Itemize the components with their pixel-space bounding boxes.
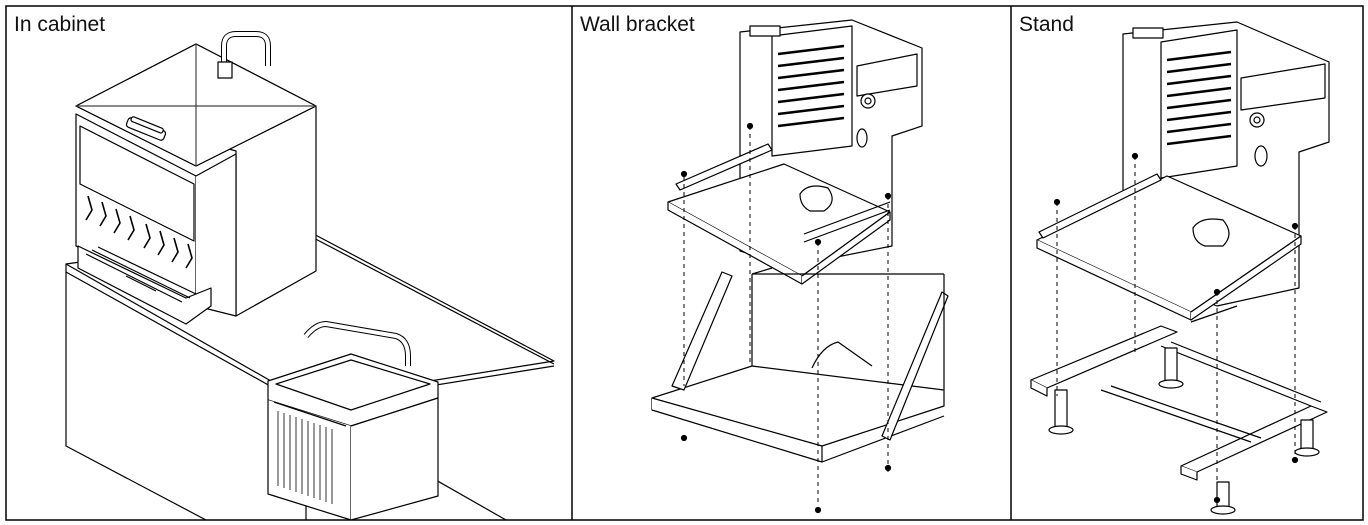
stand-illustration (1030, 21, 1330, 515)
in-cabinet-illustration (65, 31, 555, 520)
panel-title-stand: Stand (1019, 13, 1074, 36)
panel-title-in-cabinet: In cabinet (14, 13, 106, 36)
shelf (1036, 173, 1302, 323)
water-pipe (217, 31, 411, 366)
panel-wall-bracket: Wall bracket (572, 6, 1011, 520)
beverage-dispenser (75, 43, 317, 325)
wall-bracket-illustration (651, 19, 949, 514)
screws (1053, 152, 1299, 504)
ice-maker (267, 353, 439, 520)
shelf (667, 143, 891, 285)
panel-title-wall-bracket: Wall bracket (580, 13, 695, 36)
panel-stand: Stand (1011, 6, 1363, 520)
base-frame (651, 267, 949, 463)
stand-frame (1030, 325, 1328, 515)
screws (680, 122, 892, 514)
panel-in-cabinet: In cabinet (6, 6, 572, 520)
